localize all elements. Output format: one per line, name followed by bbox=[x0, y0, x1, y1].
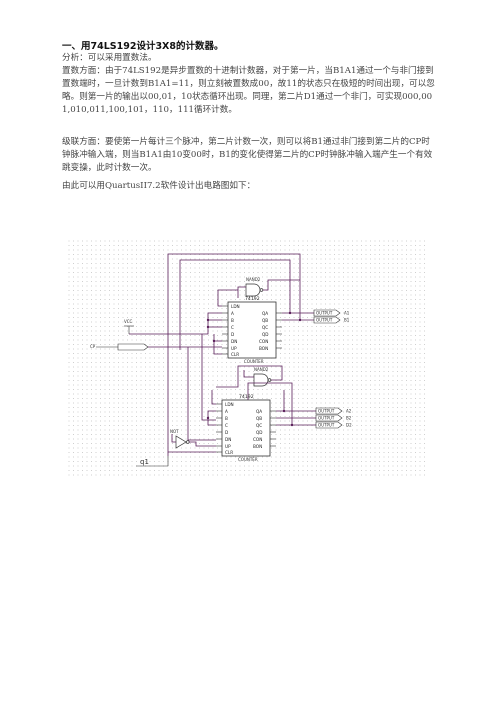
svg-text:QB: QB bbox=[256, 416, 262, 421]
chip-2-pin-wires bbox=[216, 403, 276, 453]
cascade-paragraph: 级联方面：要使第一片每计三个脉冲，第二片计数一次，则可以将B1通过非门接到第二片… bbox=[62, 137, 433, 173]
counter-chip-2: 74192 LDN A B C D DN UP CLR QA QB QC QD … bbox=[221, 394, 271, 462]
feedback-wires bbox=[167, 253, 301, 298]
vcc-symbol bbox=[124, 325, 134, 334]
svg-text:UP: UP bbox=[231, 346, 237, 351]
svg-text:A: A bbox=[231, 311, 234, 316]
svg-text:CLR: CLR bbox=[231, 352, 239, 357]
svg-text:D: D bbox=[225, 430, 228, 435]
counter-chip-1: 74192 LDN A B C D DN UP CLR QA QB QC QD … bbox=[227, 296, 277, 364]
svg-text:CLR: CLR bbox=[225, 450, 233, 455]
svg-text:QC: QC bbox=[256, 423, 262, 428]
svg-text:UP: UP bbox=[225, 444, 231, 449]
chip-2-output-pins bbox=[315, 407, 343, 429]
output-b1: B1 bbox=[344, 318, 350, 323]
svg-text:OUTPUT: OUTPUT bbox=[318, 423, 335, 428]
analysis-paragraph: 分析：可以采用置数法。 bbox=[62, 53, 157, 63]
svg-text:CON: CON bbox=[253, 437, 262, 442]
svg-text:QB: QB bbox=[262, 318, 268, 323]
svg-text:C: C bbox=[225, 423, 228, 428]
svg-text:OUTPUT: OUTPUT bbox=[318, 409, 335, 414]
svg-text:OUTPUT: OUTPUT bbox=[318, 416, 335, 421]
nand-gate-1 bbox=[245, 283, 264, 297]
svg-text:OUTPUT: OUTPUT bbox=[316, 311, 333, 316]
design-paragraph: 由此可以用QuartusII7.2软件设计出电路图如下： bbox=[62, 181, 256, 191]
chip-1-pin-wires bbox=[222, 305, 282, 355]
chip-1-footer: COUNTER bbox=[244, 359, 264, 364]
vcc-label: VCC bbox=[124, 319, 133, 324]
svg-text:BON: BON bbox=[253, 444, 262, 449]
svg-text:QA: QA bbox=[262, 311, 268, 316]
svg-text:CON: CON bbox=[259, 339, 268, 344]
svg-text:NAND2: NAND2 bbox=[254, 367, 269, 372]
cp-input-label: CP bbox=[90, 344, 96, 349]
cp-input bbox=[117, 343, 149, 351]
chip-1-output-pins bbox=[313, 309, 341, 324]
svg-text:A: A bbox=[225, 409, 228, 414]
svg-text:DN: DN bbox=[225, 437, 231, 442]
svg-text:OUTPUT: OUTPUT bbox=[316, 318, 333, 323]
bottom-marker: q1 bbox=[140, 458, 149, 466]
output-d2: D2 bbox=[346, 423, 352, 428]
svg-text:QD: QD bbox=[256, 430, 263, 435]
chip-2-name: 74192 bbox=[239, 394, 254, 400]
nand-gate-1-label: NAND2 bbox=[246, 277, 261, 282]
chip-1-input-bus bbox=[129, 289, 238, 355]
circuit-diagram: NAND2 74192 LDN A B C D DN UP CLR QA QB … bbox=[68, 240, 428, 478]
output-a1: A1 bbox=[344, 311, 350, 316]
svg-text:LDN: LDN bbox=[225, 402, 234, 407]
svg-text:LDN: LDN bbox=[231, 304, 240, 309]
svg-text:D: D bbox=[231, 332, 234, 337]
section-heading: 一、用74LS192设计3X8的计数器。 bbox=[62, 41, 224, 52]
output-b2: B2 bbox=[346, 416, 352, 421]
svg-text:C: C bbox=[231, 325, 234, 330]
svg-text:BON: BON bbox=[259, 346, 268, 351]
output-a2: A2 bbox=[346, 409, 352, 414]
svg-text:QC: QC bbox=[262, 325, 268, 330]
svg-text:DN: DN bbox=[231, 339, 237, 344]
not-gate-label: NOT bbox=[170, 429, 179, 434]
chip-1-name: 74192 bbox=[245, 296, 260, 302]
svg-text:B: B bbox=[225, 416, 228, 421]
gnd-symbol bbox=[136, 456, 169, 467]
svg-text:B: B bbox=[231, 318, 234, 323]
svg-text:QD: QD bbox=[262, 332, 269, 337]
chip-2-footer: COUNTER bbox=[238, 457, 258, 462]
preset-paragraph: 置数方面：由于74LS192是异步置数的十进制计数器，对于第一片，当B1A1通过… bbox=[62, 66, 435, 115]
junction-dots bbox=[206, 311, 302, 343]
svg-text:QA: QA bbox=[256, 409, 262, 414]
